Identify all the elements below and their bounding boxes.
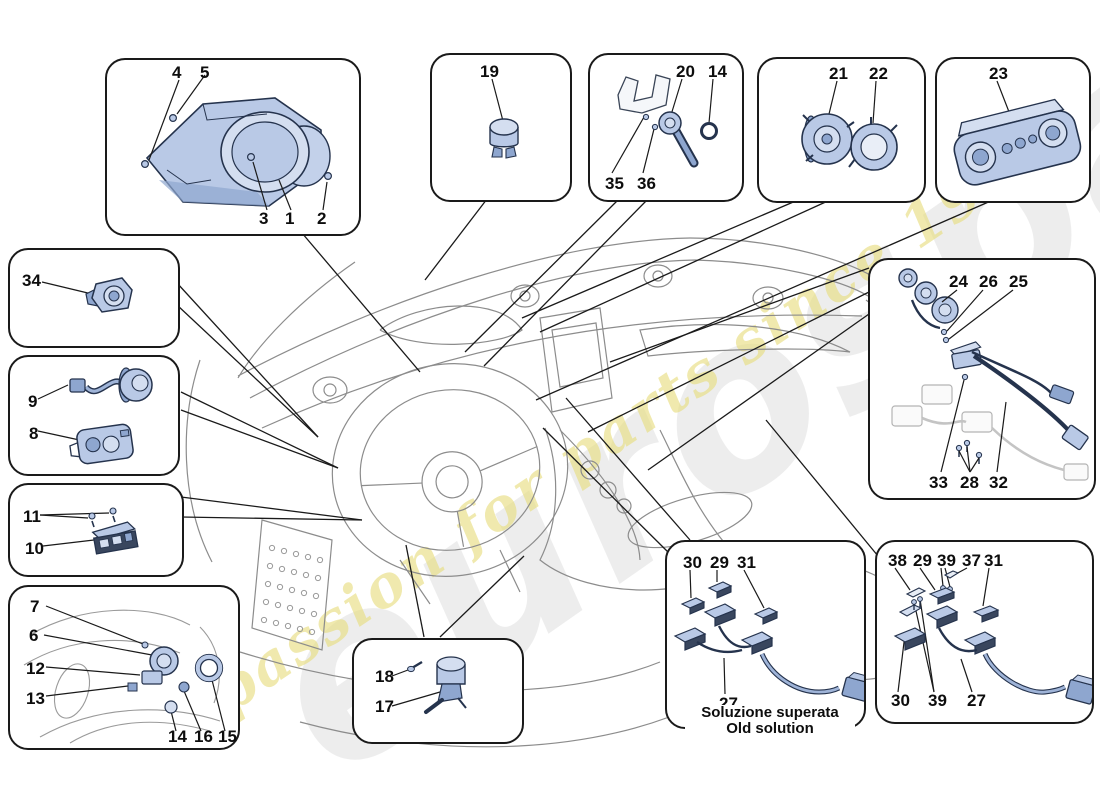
old-solution-caption: Soluzione superata Old solution	[685, 705, 855, 737]
part-number-37[interactable]: 37	[962, 551, 981, 570]
part-number-14[interactable]: 14	[708, 62, 727, 81]
part-number-31[interactable]: 31	[984, 551, 1003, 570]
callout-box-sensors-9-8: 9 8	[8, 355, 180, 476]
callout-box-button-19: 19	[430, 53, 572, 202]
part-number-39[interactable]: 39	[928, 691, 947, 710]
part-number-34[interactable]: 34	[22, 271, 41, 290]
part-number-19[interactable]: 19	[480, 62, 499, 81]
caption-line-english: Old solution	[726, 720, 814, 737]
part-number-7[interactable]: 7	[30, 597, 40, 616]
part-number-21[interactable]: 21	[829, 64, 848, 83]
part-number-29[interactable]: 29	[913, 551, 932, 570]
part-number-2[interactable]: 2	[317, 209, 327, 228]
sensor-drawing	[611, 74, 718, 174]
part-number-15[interactable]: 15	[218, 727, 237, 746]
part-number-29[interactable]: 29	[710, 553, 729, 572]
part-number-25[interactable]: 25	[1009, 272, 1028, 291]
callout-box-clockspring: 21 22	[757, 57, 926, 203]
part-number-33[interactable]: 33	[929, 473, 948, 492]
part-number-20[interactable]: 20	[676, 62, 695, 81]
part-number-36[interactable]: 36	[637, 174, 656, 193]
part-number-3[interactable]: 3	[259, 209, 269, 228]
callout-box-ignition: 7 6 12 13 14 16 15	[8, 585, 240, 750]
callout-box-climate-control: 23	[935, 57, 1091, 203]
switch-34-drawing	[41, 277, 133, 313]
part-number-30[interactable]: 30	[683, 553, 702, 572]
part-number-8[interactable]: 8	[29, 424, 39, 443]
caption-line-italian: Soluzione superata	[701, 704, 839, 721]
part-number-17[interactable]: 17	[375, 697, 394, 716]
part-number-28[interactable]: 28	[960, 473, 979, 492]
part-number-18[interactable]: 18	[375, 667, 394, 686]
part-number-6[interactable]: 6	[29, 626, 39, 645]
climate-control-drawing	[953, 80, 1082, 186]
callout-box-switch-34: 34	[8, 248, 180, 348]
part-number-31[interactable]: 31	[737, 553, 756, 572]
part-number-11[interactable]: 11	[23, 507, 41, 526]
part-number-12[interactable]: 12	[26, 659, 45, 678]
harness-drawing	[891, 268, 1089, 481]
sensors-9-8-drawing	[37, 367, 153, 465]
callout-box-old-solution: 30 29 31 27 Soluzione superata Old solut…	[665, 540, 866, 737]
part-number-16[interactable]: 16	[194, 727, 213, 746]
part-number-23[interactable]: 23	[989, 64, 1008, 83]
part-number-14[interactable]: 14	[168, 727, 187, 746]
part-number-5[interactable]: 5	[200, 63, 210, 82]
callout-box-instrument-cluster: 4 5 3 1 2	[105, 58, 361, 236]
part-number-4[interactable]: 4	[172, 63, 182, 82]
ignition-drawing	[23, 605, 226, 744]
callout-box-new-solution: 38 29 39 37 31 30 39 27	[875, 540, 1094, 724]
part-number-32[interactable]: 32	[989, 473, 1008, 492]
pump-drawing	[391, 656, 467, 714]
part-number-9[interactable]: 9	[28, 392, 38, 411]
part-number-1[interactable]: 1	[285, 209, 295, 228]
part-number-10[interactable]: 10	[25, 539, 44, 558]
part-number-24[interactable]: 24	[949, 272, 968, 291]
part-number-27[interactable]: 27	[967, 691, 986, 710]
part-number-13[interactable]: 13	[26, 689, 45, 708]
switch-11-10-drawing	[39, 507, 139, 555]
callout-box-sensor: 20 14 35 36	[588, 53, 744, 202]
callout-box-switch-11-10: 11 10	[8, 483, 184, 577]
part-number-35[interactable]: 35	[605, 174, 624, 193]
part-number-26[interactable]: 26	[979, 272, 998, 291]
clockspring-drawing	[801, 80, 898, 171]
part-number-39[interactable]: 39	[937, 551, 956, 570]
part-number-22[interactable]: 22	[869, 64, 888, 83]
callout-box-harness: 24 26 25 33 28 32	[868, 258, 1096, 500]
button-drawing	[489, 78, 519, 159]
part-number-38[interactable]: 38	[888, 551, 907, 570]
instrument-cluster-drawing	[140, 74, 333, 211]
part-number-30[interactable]: 30	[891, 691, 910, 710]
callout-box-pump-17-18: 18 17	[352, 638, 524, 744]
